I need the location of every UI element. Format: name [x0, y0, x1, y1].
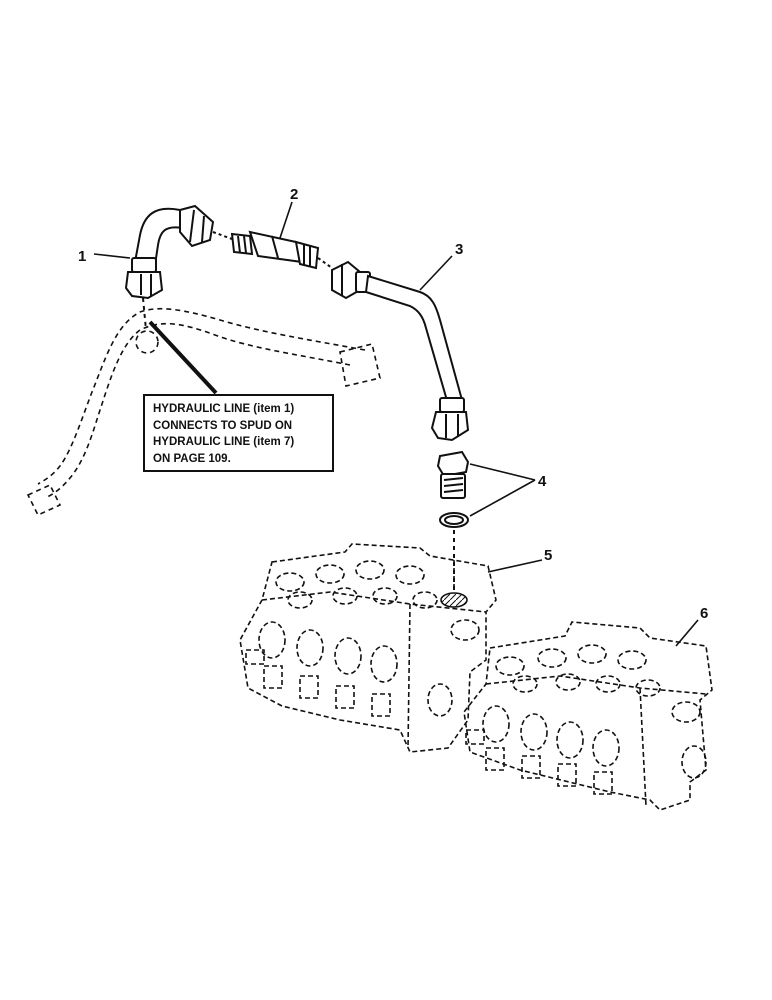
callout-1: 1	[78, 248, 86, 265]
note-line-1: HYDRAULIC LINE (item 1)	[153, 403, 295, 415]
phantom-hydraulic-line	[26, 307, 381, 517]
control-valve-6-part	[463, 621, 713, 811]
callout-2: 2	[290, 186, 298, 203]
leader-lines	[93, 201, 699, 647]
hydraulic-tube-part	[331, 260, 470, 442]
adapter-fitting-part	[436, 450, 470, 590]
hydraulic-line-elbow-part	[124, 204, 215, 331]
note-line-2: CONNECTS TO SPUD ON	[153, 419, 293, 432]
callout-3: 3	[455, 241, 463, 258]
connection-note-box: HYDRAULIC LINE (item 1) CONNECTS TO SPUD…	[143, 394, 334, 472]
callout-4: 4	[538, 473, 547, 490]
connector-union-part	[212, 230, 333, 270]
note-line-3: HYDRAULIC LINE (item 7)	[153, 436, 295, 448]
callout-6: 6	[700, 605, 708, 622]
note-line-4: ON PAGE 109.	[153, 452, 231, 465]
port-hatch-mark	[440, 592, 468, 608]
callout-5: 5	[544, 547, 552, 564]
control-valve-5-part	[239, 543, 497, 753]
